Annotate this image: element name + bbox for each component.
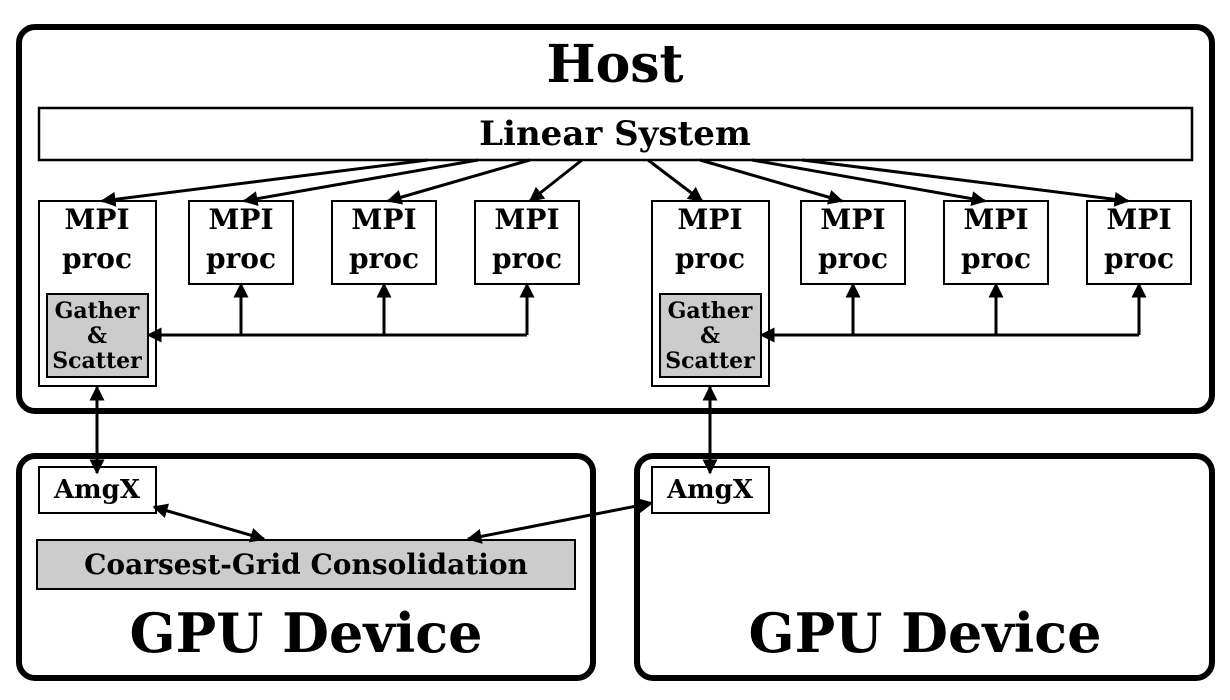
amgx-right: AmgX <box>651 466 770 514</box>
coarsest-grid-box: Coarsest-Grid Consolidation <box>36 539 576 590</box>
mpi-proc-7: MPI proc <box>943 200 1049 285</box>
gather-scatter-line3: Scatter <box>665 348 755 374</box>
mpi-proc-label-line1: MPI <box>1106 203 1171 236</box>
mpi-proc-label-line1: MPI <box>677 203 742 236</box>
gather-scatter-line3: Scatter <box>52 348 142 374</box>
mpi-proc-2: MPI proc <box>188 200 294 285</box>
gpu-device-title-right: GPU Device <box>749 601 1102 665</box>
mpi-proc-label-line1: MPI <box>208 203 273 236</box>
mpi-proc-4: MPI proc <box>474 200 580 285</box>
amgx-label: AmgX <box>666 475 754 505</box>
gpu-device-title-left: GPU Device <box>130 601 483 665</box>
amgx-consolidation-arrows <box>152 498 654 544</box>
amgx-left: AmgX <box>38 466 157 514</box>
gpu-device-right <box>634 453 1215 681</box>
host-gpu-arrows <box>89 385 718 475</box>
mpi-proc-6: MPI proc <box>800 200 906 285</box>
mpi-proc-label-line2: proc <box>1104 242 1174 275</box>
host-title: Host <box>546 34 683 95</box>
amgx-label: AmgX <box>53 475 141 505</box>
mpi-proc-label-line2: proc <box>675 242 745 275</box>
mpi-proc-label-line2: proc <box>492 242 562 275</box>
mpi-proc-label-line1: MPI <box>64 203 129 236</box>
mpi-proc-label-line2: proc <box>206 242 276 275</box>
mpi-proc-label-line2: proc <box>349 242 419 275</box>
mpi-proc-8: MPI proc <box>1086 200 1192 285</box>
mpi-proc-label-line1: MPI <box>351 203 416 236</box>
mpi-proc-label-line2: proc <box>62 242 132 275</box>
gather-scatter-line2: & <box>700 323 720 349</box>
gather-scatter-bus-right <box>759 282 1147 343</box>
gather-scatter-line2: & <box>87 323 107 349</box>
gather-scatter-right: Gather & Scatter <box>659 293 762 378</box>
linear-system-box <box>37 106 1194 162</box>
mpi-proc-label-line1: MPI <box>963 203 1028 236</box>
gather-scatter-line1: Gather <box>55 298 140 324</box>
mpi-proc-3: MPI proc <box>331 200 437 285</box>
mpi-proc-label-line1: MPI <box>494 203 559 236</box>
gather-scatter-left: Gather & Scatter <box>46 293 149 378</box>
mpi-proc-label-line2: proc <box>818 242 888 275</box>
gather-scatter-line1: Gather <box>668 298 753 324</box>
mpi-proc-label-line2: proc <box>961 242 1031 275</box>
coarsest-grid-label: Coarsest-Grid Consolidation <box>84 548 528 581</box>
gather-scatter-bus-left <box>146 282 535 343</box>
linear-system-arrows <box>100 158 1130 207</box>
mpi-proc-label-line1: MPI <box>820 203 885 236</box>
linear-system-label: Linear System <box>479 114 751 154</box>
